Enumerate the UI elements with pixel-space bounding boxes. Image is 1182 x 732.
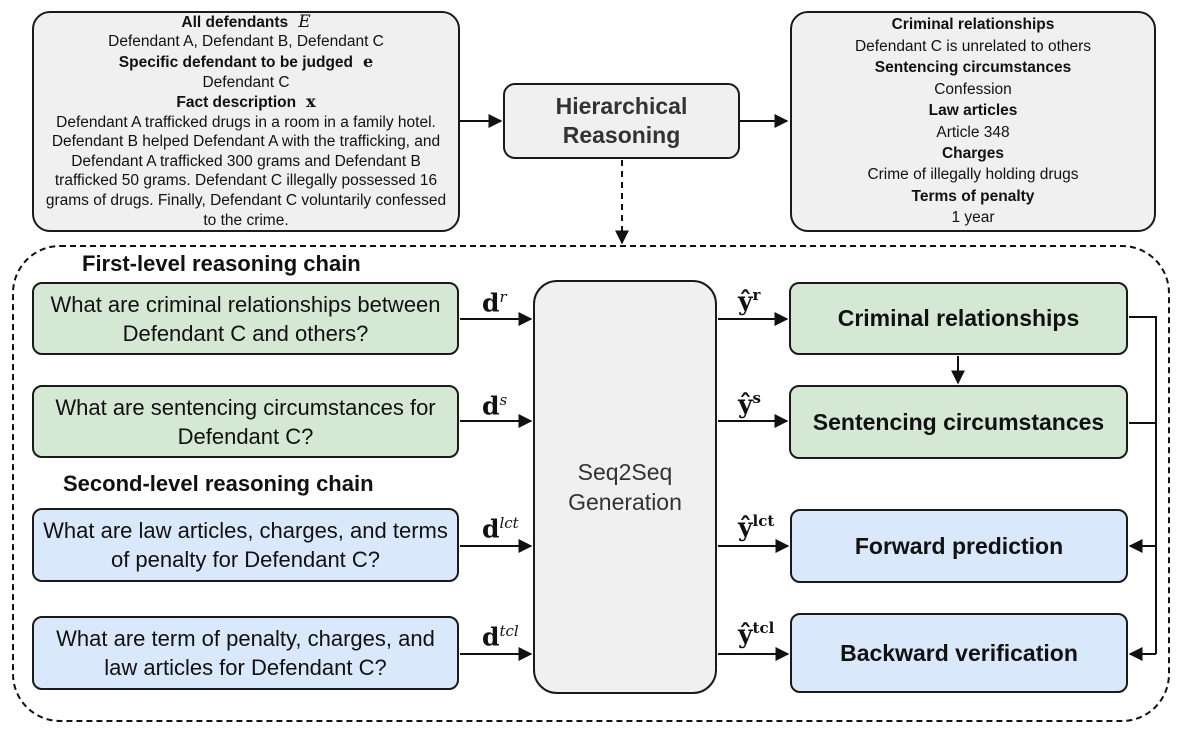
output-box: Criminal relationships Defendant C is un… — [790, 11, 1156, 232]
reasoning-region — [12, 245, 1170, 722]
output-label-ys: ŷs — [738, 389, 761, 419]
fact-description-text: Defendant A trafficked drugs in a room i… — [45, 113, 447, 229]
question-penalty-charges-law: What are term of penalty, charges, and l… — [32, 616, 459, 690]
charges-heading: Charges — [941, 144, 1005, 162]
input-label-dlct: dlct — [482, 514, 519, 544]
question-sentencing-circumstances: What are sentencing circumstances for De… — [32, 385, 459, 458]
result-forward-prediction: Forward prediction — [790, 509, 1128, 583]
seq2seq-line2: Generation — [568, 489, 682, 515]
input-label-ds: ds — [482, 391, 508, 421]
penalty-heading: Terms of penalty — [911, 187, 1035, 205]
result-sentencing-circumstances: Sentencing circumstances — [789, 385, 1128, 459]
law-articles-heading: Law articles — [928, 102, 1018, 120]
penalty-value: 1 year — [951, 209, 995, 227]
output-label-ylct: ŷlct — [738, 512, 775, 542]
hierarchical-line1: Hierarchical — [555, 93, 688, 119]
result-criminal-relationships: Criminal relationships — [789, 282, 1128, 355]
seq2seq-line1: Seq2Seq — [577, 459, 673, 485]
question-law-charges-penalty: What are law articles, charges, and term… — [32, 508, 459, 582]
output-label-ytcl: ŷtcl — [738, 619, 775, 649]
input-label-dtcl: dtcl — [482, 622, 519, 652]
seq2seq-generation-box: Seq2Seq Generation — [533, 280, 717, 694]
hierarchical-line2: Reasoning — [562, 122, 681, 148]
second-level-chain-title: Second-level reasoning chain — [63, 471, 374, 496]
sentencing-heading: Sentencing circumstances — [874, 59, 1072, 77]
charges-value: Crime of illegally holding drugs — [867, 166, 1079, 184]
output-label-yr: ŷr — [738, 286, 761, 316]
question-criminal-relationships: What are criminal relationships between … — [32, 282, 459, 355]
law-articles-value: Article 348 — [936, 123, 1010, 141]
first-level-chain-title: First-level reasoning chain — [82, 251, 361, 276]
sentencing-value: Confession — [934, 80, 1012, 98]
relationships-heading: Criminal relationships — [891, 16, 1055, 34]
result-backward-verification: Backward verification — [790, 613, 1128, 693]
relationships-value: Defendant C is unrelated to others — [854, 37, 1092, 55]
connector-right-rail — [1129, 316, 1157, 654]
specific-defendant-value: Defendant C — [202, 73, 290, 91]
hierarchical-reasoning-box: Hierarchical Reasoning — [503, 83, 740, 159]
input-label-dr: dr — [482, 288, 507, 318]
all-defendants-value: Defendant A, Defendant B, Defendant C — [108, 33, 384, 51]
